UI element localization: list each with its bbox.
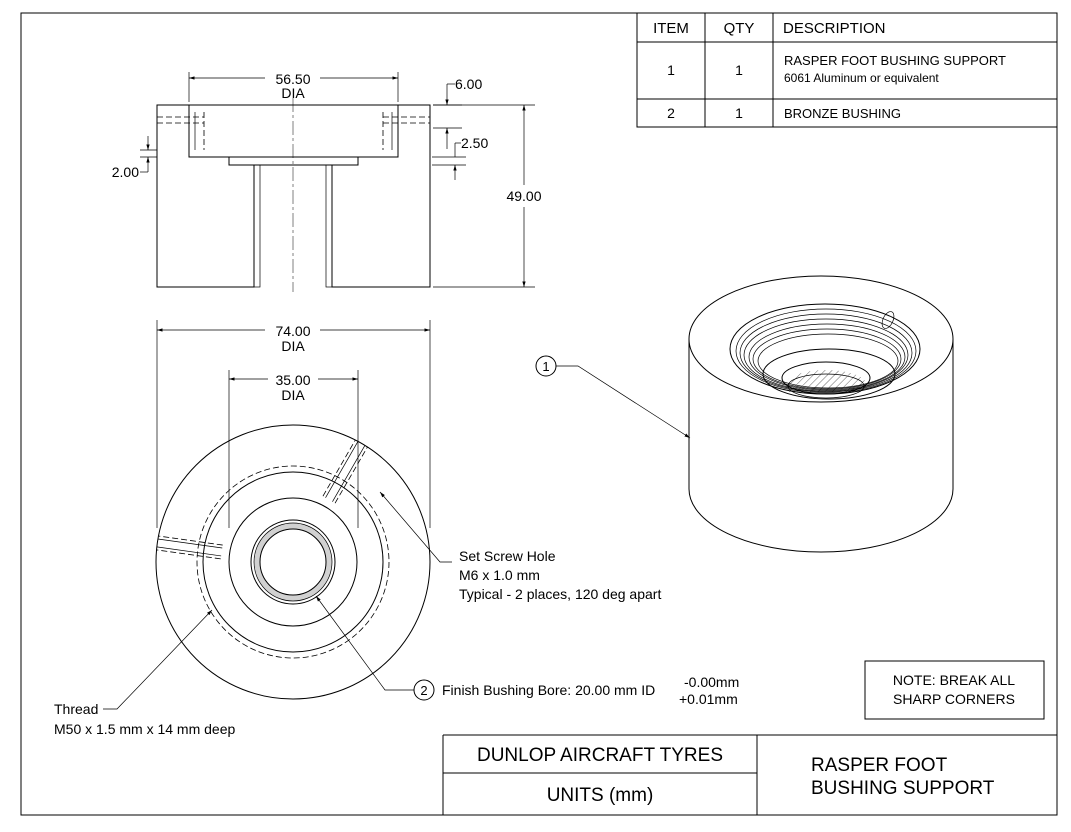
thread-label: Thread bbox=[54, 701, 98, 717]
bom-row1-item: 1 bbox=[667, 62, 675, 78]
dim-inner-dia-value: 35.00 bbox=[275, 372, 310, 388]
dim-height: 49.00 bbox=[506, 188, 541, 204]
bom-header-qty: QTY bbox=[724, 20, 755, 37]
units-label: UNITS (mm) bbox=[547, 785, 654, 806]
bom-row2-description: BRONZE BUSHING bbox=[784, 106, 901, 121]
drawing-title-line2: BUSHING SUPPORT bbox=[811, 778, 995, 799]
bom-row2-qty: 1 bbox=[735, 105, 743, 121]
sheet-border bbox=[20, 12, 1058, 816]
title-block: DUNLOP AIRCRAFT TYRES UNITS (mm) RASPER … bbox=[442, 734, 1057, 815]
plan-view: 74.00 DIA 35.00 DIA bbox=[54, 320, 739, 737]
dim-outer-dia-suffix: DIA bbox=[281, 338, 305, 354]
bom-row1-qty: 1 bbox=[735, 62, 743, 78]
dim-top-dia-value: 56.50 bbox=[275, 71, 310, 87]
dim-top-dia-suffix: DIA bbox=[281, 85, 305, 101]
bom-row2-item: 2 bbox=[667, 105, 675, 121]
bom-header-description: DESCRIPTION bbox=[783, 20, 886, 37]
bom-table: ITEM QTY DESCRIPTION 1 1 RASPER FOOT BUS… bbox=[636, 12, 1058, 128]
set-screw-spec: M6 x 1.0 mm bbox=[459, 567, 540, 583]
outer-circle bbox=[155, 424, 431, 700]
company-name: DUNLOP AIRCRAFT TYRES bbox=[477, 745, 723, 766]
balloon-1-number: 1 bbox=[542, 359, 549, 374]
bom-row1-material: 6061 Aluminum or equivalent bbox=[784, 71, 939, 85]
isometric-view: 1 bbox=[535, 275, 954, 553]
thread-spec: M50 x 1.5 mm x 14 mm deep bbox=[54, 721, 236, 737]
counterbore-circle bbox=[202, 471, 384, 653]
note-box: NOTE: BREAK ALL SHARP CORNERS bbox=[864, 660, 1045, 720]
dim-thread-relief: 2.00 bbox=[112, 164, 139, 180]
bore-tol-lower: +0.01mm bbox=[679, 691, 738, 707]
dim-inner-dia-suffix: DIA bbox=[281, 387, 305, 403]
bore-spec: Finish Bushing Bore: 20.00 mm ID bbox=[442, 682, 655, 698]
set-screw-label: Set Screw Hole bbox=[459, 548, 556, 564]
thread-circle bbox=[196, 465, 390, 659]
dim-counterbore-depth: 6.00 bbox=[455, 76, 482, 92]
bom-header-item: ITEM bbox=[653, 20, 689, 37]
bore-tol-upper: -0.00mm bbox=[684, 674, 739, 690]
section-view: 56.50 DIA 6.00 2.50 2.00 49.00 bbox=[112, 71, 542, 292]
bushing-bore-circle bbox=[259, 528, 327, 596]
dim-recess: 2.50 bbox=[461, 135, 488, 151]
recess-circle bbox=[228, 497, 358, 627]
dim-outer-dia-value: 74.00 bbox=[275, 323, 310, 339]
balloon-2 bbox=[413, 679, 435, 701]
note-line-2: SHARP CORNERS bbox=[893, 691, 1015, 707]
set-screw-note: Typical - 2 places, 120 deg apart bbox=[459, 586, 661, 602]
balloon-2-number: 2 bbox=[420, 683, 427, 698]
note-line-1: NOTE: BREAK ALL bbox=[893, 672, 1015, 688]
bom-row1-description: RASPER FOOT BUSHING SUPPORT bbox=[784, 53, 1006, 68]
drawing-title-line1: RASPER FOOT bbox=[811, 755, 948, 776]
bushing-outer-circle bbox=[250, 519, 336, 605]
